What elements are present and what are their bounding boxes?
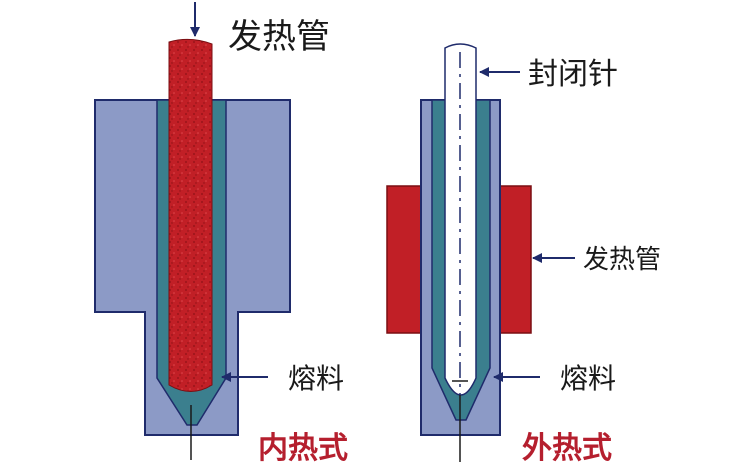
heater-block-right (497, 185, 532, 334)
heater-label: 发热管 (228, 17, 330, 57)
melt-label: 熔料 (560, 362, 616, 395)
heater-label: 发热管 (583, 245, 661, 275)
internal-heating-nozzle: 发热管 熔料 内热式 (94, 2, 348, 466)
caption-internal: 内热式 (258, 431, 348, 466)
melt-label: 熔料 (288, 362, 344, 395)
pin-label: 封闭针 (528, 57, 618, 92)
external-heating-nozzle: 封闭针 发热管 熔料 外热式 (386, 43, 661, 466)
heater-rod (168, 38, 213, 392)
caption-external: 外热式 (522, 431, 612, 466)
